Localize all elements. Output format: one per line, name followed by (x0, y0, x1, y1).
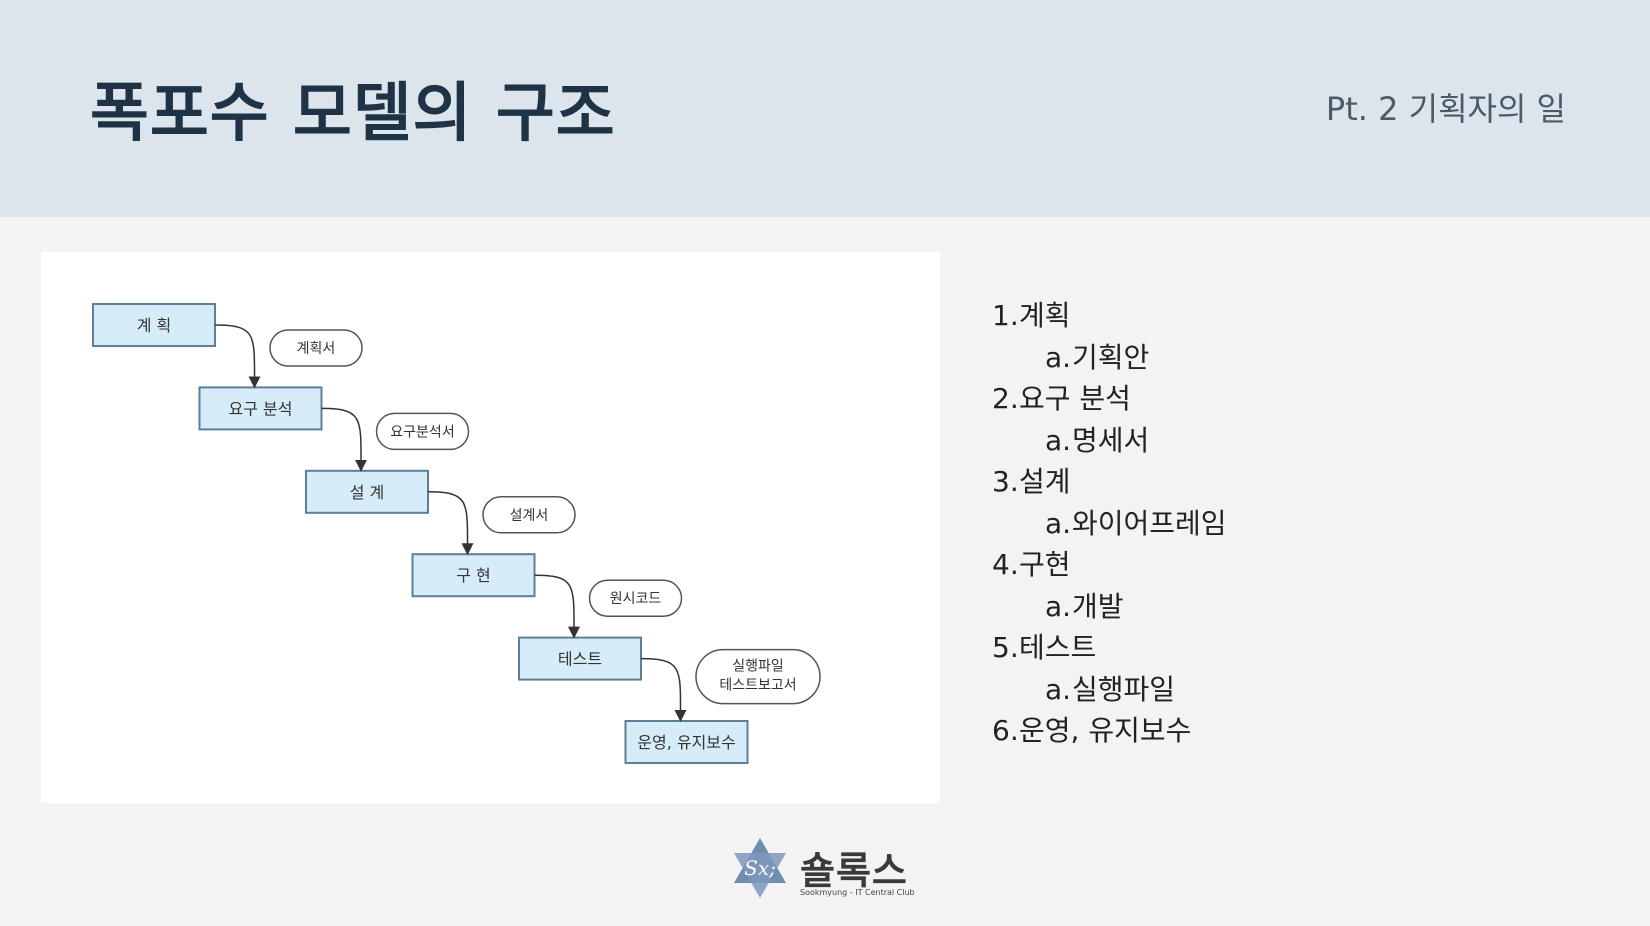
outline-subitem: a.개발 (992, 586, 1227, 628)
slide-header: 폭포수 모델의 구조 Pt. 2 기획자의 일 (0, 0, 1650, 217)
outline-number: 2. (992, 382, 1019, 415)
outline-number: 6. (992, 714, 1019, 747)
outline-sub-letter: a. (1045, 423, 1072, 457)
document-pill (269, 329, 363, 367)
outline-number: 5. (992, 631, 1019, 664)
outline-number: 3. (992, 465, 1019, 498)
step-box (624, 720, 749, 764)
outline-sub-letter: a. (1045, 589, 1072, 623)
outline-subitem: a.실행파일 (992, 669, 1227, 711)
flow-arrow (427, 491, 474, 556)
step-box (518, 636, 642, 681)
flow-arrow (534, 574, 581, 639)
outline-label: 테스트 (1019, 631, 1097, 664)
outline-label: 계획 (1019, 299, 1071, 332)
logo-subtext: Sookmyung - IT Central Club (800, 888, 915, 897)
slide-title: 폭포수 모델의 구조 (90, 77, 616, 151)
document-label: 계획서 (297, 341, 336, 357)
document-label: 설계서 (510, 508, 549, 524)
flow-arrow (214, 324, 261, 389)
outline-label: 요구 분석 (1019, 382, 1131, 415)
document-pill (588, 579, 683, 617)
outline-sub-label: 개발 (1072, 589, 1124, 623)
outline-sub-letter: a. (1045, 672, 1072, 706)
logo-mark: Sx; (744, 856, 776, 880)
outline-subitem: a.명세서 (992, 420, 1227, 462)
step-box (198, 386, 323, 431)
outline-sub-label: 와이어프레임 (1072, 506, 1227, 540)
step-label: 계 획 (137, 316, 172, 335)
outline-number: 1. (992, 299, 1019, 332)
step-label: 요구 분석 (229, 399, 293, 418)
flow-arrow (640, 657, 687, 722)
outline-item: 3.설계 (992, 461, 1227, 503)
outline-item: 1.계획 (992, 295, 1227, 337)
document-pill (695, 648, 821, 705)
outline-sub-letter: a. (1045, 506, 1072, 540)
outline-subitem: a.기획안 (992, 337, 1227, 379)
outline-sub-label: 명세서 (1072, 423, 1150, 457)
step-label: 운영, 유지보수 (637, 733, 736, 752)
document-label: 실행파일 (732, 659, 784, 675)
document-pill (482, 496, 576, 534)
flow-arrow (321, 407, 368, 472)
document-pill (375, 412, 470, 451)
outline-label: 설계 (1019, 465, 1071, 498)
section-label: Pt. 2 기획자의 일 (1325, 90, 1566, 128)
outline-item: 5.테스트 (992, 627, 1227, 669)
club-logo: Sx; 숄록스 Sookmyung - IT Central Club (728, 836, 928, 904)
outline-item: 2.요구 분석 (992, 378, 1227, 420)
outline-sub-label: 기획안 (1072, 340, 1150, 374)
step-label: 구 현 (456, 566, 491, 585)
outline-item: 4.구현 (992, 544, 1227, 586)
outline-label: 구현 (1019, 548, 1071, 581)
logo-text: 숄록스 (800, 849, 908, 893)
outline-sub-label: 실행파일 (1072, 672, 1176, 706)
outline-sub-letter: a. (1045, 340, 1072, 374)
outline-subitem: a.와이어프레임 (992, 503, 1227, 545)
outline-item: 6.운영, 유지보수 (992, 710, 1227, 752)
outline-label: 운영, 유지보수 (1019, 714, 1192, 747)
step-box (92, 303, 216, 347)
document-label: 원시코드 (610, 591, 662, 607)
step-label: 설 계 (350, 483, 385, 502)
document-label: 요구분석서 (390, 424, 454, 440)
step-label: 테스트 (558, 650, 602, 669)
star-of-david-icon: Sx; (734, 838, 786, 898)
document-label: 테스트보고서 (719, 678, 796, 694)
outline-number: 4. (992, 548, 1019, 581)
